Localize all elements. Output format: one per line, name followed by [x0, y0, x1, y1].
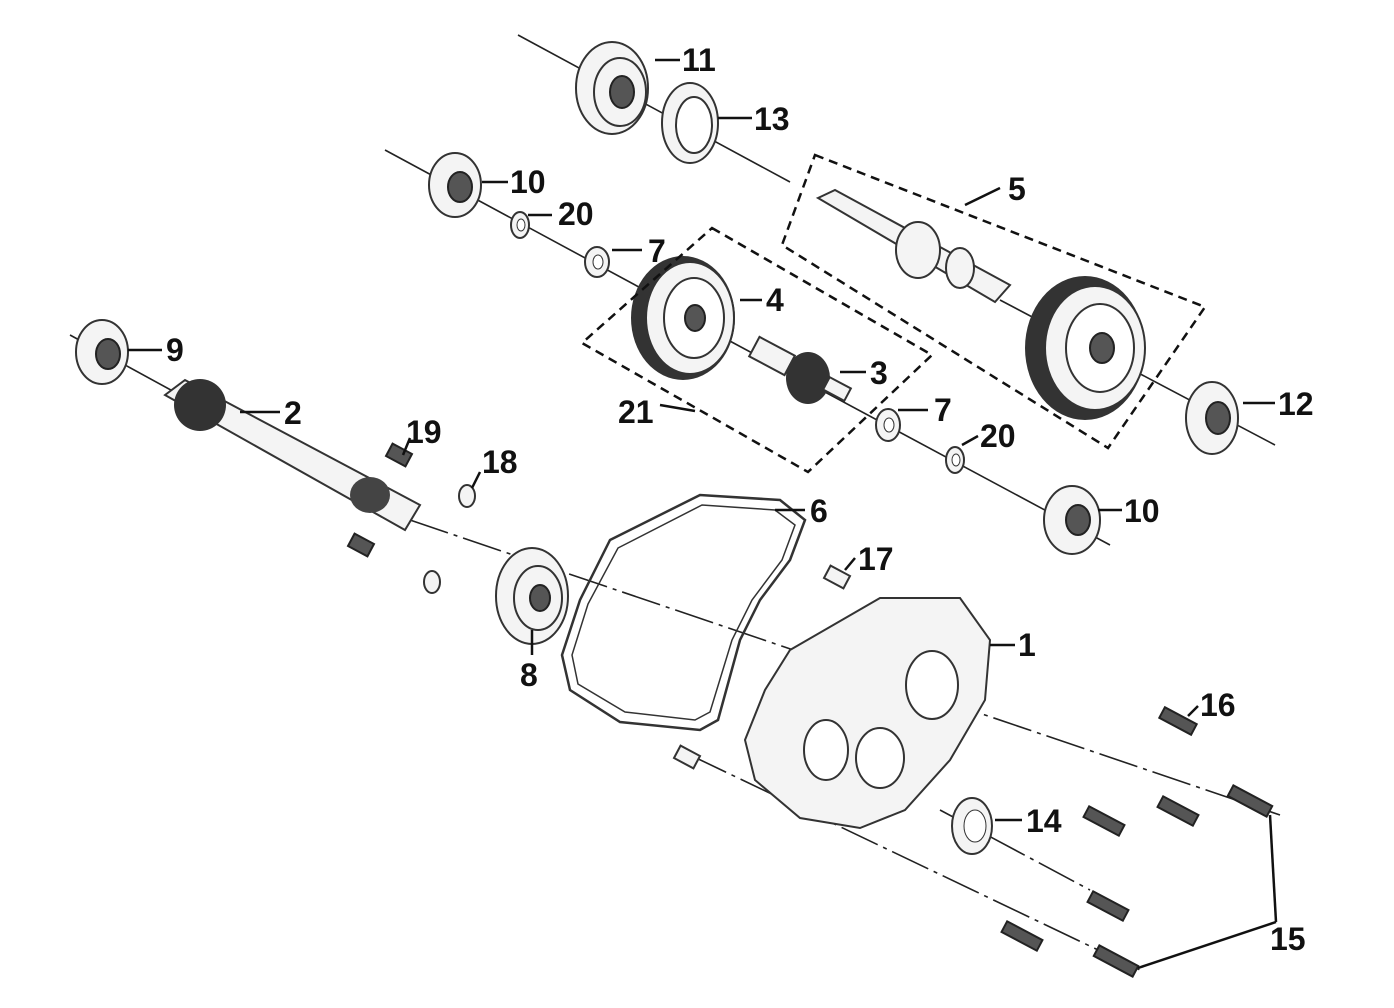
callout-20-lower: 20: [980, 418, 1016, 454]
callout-9: 9: [166, 332, 184, 368]
callout-2: 2: [284, 395, 302, 431]
callout-6: 6: [810, 493, 828, 529]
oil-seal-14: [951, 797, 993, 855]
callout-12: 12: [1278, 386, 1314, 422]
gear-4: [631, 256, 735, 380]
callout-16: 16: [1200, 687, 1236, 723]
washer-7-lower: [875, 408, 901, 442]
dowel-17: [822, 564, 852, 590]
bearing-10-lower: [1043, 485, 1101, 555]
bolt-small: [346, 532, 376, 558]
callout-1: 1: [1018, 627, 1036, 663]
washer-20-lower: [945, 446, 965, 474]
dowel-lower: [672, 744, 702, 770]
callout-15: 15: [1270, 921, 1306, 957]
callout-11: 11: [682, 42, 716, 78]
callout-4: 4: [766, 282, 784, 318]
bearing-9: [75, 319, 129, 385]
callout-10-upper: 10: [510, 164, 546, 200]
bolt-19: [384, 442, 414, 468]
callout-21: 21: [618, 394, 654, 430]
pinion-shaft-3: [747, 335, 853, 404]
bolts-15: [1000, 784, 1274, 978]
washer-small: [423, 570, 441, 594]
assembly-axes: [69, 34, 1281, 971]
callout-3: 3: [870, 355, 888, 391]
washer-7-upper: [584, 246, 610, 278]
case-cover-1: [743, 597, 992, 830]
bearing-12: [1185, 381, 1239, 455]
output-shaft-5: [815, 188, 1146, 420]
callout-5: 5: [1008, 171, 1026, 207]
callout-7-lower: 7: [934, 392, 952, 428]
callout-14: 14: [1026, 803, 1062, 839]
callout-19: 19: [406, 414, 442, 450]
bearing-8: [495, 547, 569, 645]
callout-7-upper: 7: [648, 233, 666, 269]
callout-20-upper: 20: [558, 196, 594, 232]
callout-13: 13: [754, 101, 790, 137]
drive-shaft-2: [163, 378, 422, 532]
callout-labels: 1 2 3 4 5 6 7 7 8 9 10 10 11 12 13 14 15…: [166, 42, 1314, 957]
bolt-16: [1157, 705, 1199, 737]
group-box-5: [780, 153, 1207, 450]
oil-seal-13: [661, 82, 719, 164]
gasket-6: [560, 493, 807, 732]
callout-18: 18: [482, 444, 518, 480]
washer-18: [458, 484, 476, 508]
callout-8: 8: [520, 657, 538, 693]
callout-10-lower: 10: [1124, 493, 1160, 529]
leader-lines: [128, 58, 1278, 970]
callout-17: 17: [858, 541, 894, 577]
washer-20-upper: [510, 211, 530, 239]
group-box-21: [579, 226, 935, 474]
bearing-10-upper: [428, 152, 482, 218]
bearing-11: [575, 41, 649, 135]
